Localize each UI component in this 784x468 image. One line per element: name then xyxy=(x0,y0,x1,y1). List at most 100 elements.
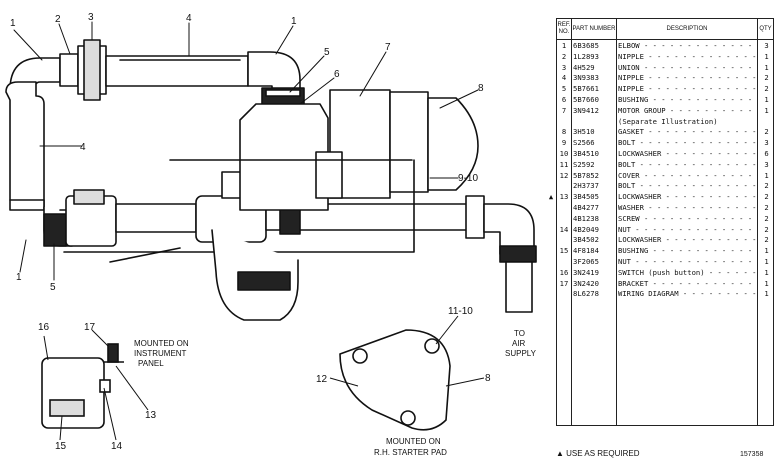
part-number-cell: S2592 xyxy=(573,159,595,169)
ref-no-cell: 2 xyxy=(561,51,567,61)
part-number-header: PART NUMBER xyxy=(572,19,616,40)
part-number-cell: 4B1238 xyxy=(573,213,599,223)
quantity-cell: 1 xyxy=(764,51,769,61)
table-row: 21L2893NIPPLE1 xyxy=(557,52,773,63)
ref-no-cell: 11 xyxy=(559,159,569,169)
callout-2: 2 xyxy=(55,14,61,25)
ref-no-cell: 17 xyxy=(559,278,569,288)
quantity-cell: 2 xyxy=(764,192,769,202)
quantity-cell: 2 xyxy=(764,181,769,191)
description-cell: BOLT xyxy=(618,160,756,171)
callout-1: 1 xyxy=(291,16,297,27)
starter-pad-cover-illustration xyxy=(329,315,485,431)
quantity-cell: 2 xyxy=(764,213,769,223)
quantity-cell: 1 xyxy=(764,267,769,277)
part-number-cell: 5B7661 xyxy=(573,84,599,94)
table-row: 4B1238SCREW2 xyxy=(557,214,773,225)
qty-header: QTY xyxy=(758,19,773,40)
description-cell: LOCKWASHER xyxy=(618,235,756,246)
callout-3: 3 xyxy=(88,12,94,23)
description-cell: COVER xyxy=(618,171,756,182)
callout-11-10: 11-10 xyxy=(448,306,473,317)
part-number-cell: 8L6278 xyxy=(573,289,599,299)
top-pipe-assembly xyxy=(9,39,305,111)
ref-no-cell: 15 xyxy=(559,246,569,256)
callout-6: 6 xyxy=(334,69,340,80)
part-number-cell: 6B3685 xyxy=(573,41,599,50)
quantity-cell: 3 xyxy=(764,159,769,169)
callout-4: 4 xyxy=(186,13,192,24)
leader-lines xyxy=(13,21,479,281)
callout-16: 16 xyxy=(38,322,50,333)
callout-5: 5 xyxy=(324,47,330,58)
quantity-cell: 1 xyxy=(764,278,769,288)
callout-12: 12 xyxy=(316,374,328,385)
part-number-cell: 3N2420 xyxy=(573,278,599,288)
description-cell: BUSHING xyxy=(618,246,756,257)
quantity-cell: 2 xyxy=(764,235,769,245)
footnote: ▲ USE AS REQUIRED xyxy=(556,449,640,458)
table-row: 9 S2566 BOLT 3 xyxy=(557,138,773,149)
table-row: 34H529UNION1 xyxy=(557,63,773,74)
table-row: 3F2065NUT1 xyxy=(557,257,773,268)
mark-symbol-cell: ▲ xyxy=(548,192,554,202)
table-row: 3B4502LOCKWASHER2 xyxy=(557,235,773,246)
description-cell: BOLT xyxy=(618,138,756,149)
ref-no-cell: 3 xyxy=(561,62,567,72)
ref-no-cell: 4 xyxy=(561,73,567,83)
description-cell: LOCKWASHER xyxy=(618,192,756,203)
ref-no-cell: 5 xyxy=(561,84,567,94)
starter-caption-line-2: R.H. STARTER PAD xyxy=(374,448,447,457)
part-number-cell: 3H510 xyxy=(573,127,595,137)
ref-no-header: REF. NO. xyxy=(557,19,571,40)
description-cell: BUSHING xyxy=(618,95,756,106)
captions: MOUNTED ON INSTRUMENT PANEL TO AIR SUPPL… xyxy=(134,329,537,457)
quantity-cell: 1 xyxy=(764,95,769,104)
description-cell: (Separate Illustration) xyxy=(618,116,718,126)
part-number-cell: 5B7660 xyxy=(573,95,599,104)
part-number-cell: 3B4505 xyxy=(573,192,599,202)
assembly-diagram: 1 2 3 4 1 5 6 7 8 4 9-10 1 5 16 17 13 15… xyxy=(5,12,537,457)
quantity-cell: 1 xyxy=(764,62,769,72)
table-row: 11 S2592 BOLT 3 xyxy=(557,160,773,171)
quantity-cell: 3 xyxy=(764,138,769,148)
table-row: (Separate Illustration) xyxy=(557,117,773,128)
table-row: 83H510GASKET2 xyxy=(557,127,773,138)
part-number-cell: 1L2893 xyxy=(573,51,599,61)
description-cell: BRACKET xyxy=(618,279,756,290)
ref-no-cell: 9 xyxy=(561,138,567,148)
description-cell: GASKET xyxy=(618,127,756,138)
table-row: ▲133B4505LOCKWASHER2 xyxy=(549,192,773,203)
part-number-cell: S2566 xyxy=(573,138,595,148)
table-row: 144B2049NUT2 xyxy=(557,225,773,236)
quantity-cell: 1 xyxy=(764,257,769,266)
description-cell: UNION xyxy=(618,63,756,74)
ref-no-cell: 16 xyxy=(559,267,569,277)
quantity-cell: 1 xyxy=(764,170,769,180)
callout-8: 8 xyxy=(485,373,491,384)
quantity-cell: 6 xyxy=(764,149,769,158)
table-row: 103B4510LOCKWASHER6 xyxy=(557,149,773,160)
ref-no-cell: 6 xyxy=(561,95,567,104)
description-cell: NIPPLE xyxy=(618,73,756,84)
quantity-cell: 2 xyxy=(764,224,769,234)
part-number-cell: 4F8184 xyxy=(573,246,599,256)
column-divider xyxy=(571,19,572,425)
instrument-caption-line-2: INSTRUMENT xyxy=(134,349,187,358)
table-row: 55B7661NIPPLE2 xyxy=(557,84,773,95)
ref-no-cell: 7 xyxy=(561,105,567,115)
callout-labels: 1 2 3 4 1 5 6 7 8 4 9-10 1 5 16 17 13 15… xyxy=(10,12,491,452)
table-row: 4B4277WASHER2 xyxy=(557,203,773,214)
part-number-cell: 4B4277 xyxy=(573,203,599,212)
table-row: 16B3685ELBOW3 xyxy=(557,41,773,52)
ref-no-cell: 8 xyxy=(561,127,567,137)
callout-4: 4 xyxy=(80,142,86,153)
air-caption-line-1: TO xyxy=(514,329,525,338)
part-number-cell: 3N2419 xyxy=(573,267,599,277)
description-cell: WASHER xyxy=(618,203,756,214)
callout-13: 13 xyxy=(145,410,157,421)
ref-no-cell: 14 xyxy=(559,224,569,234)
table-row: 17 3N2420 BRACKET 1 xyxy=(557,279,773,290)
part-number-cell: 3B4510 xyxy=(573,149,599,158)
